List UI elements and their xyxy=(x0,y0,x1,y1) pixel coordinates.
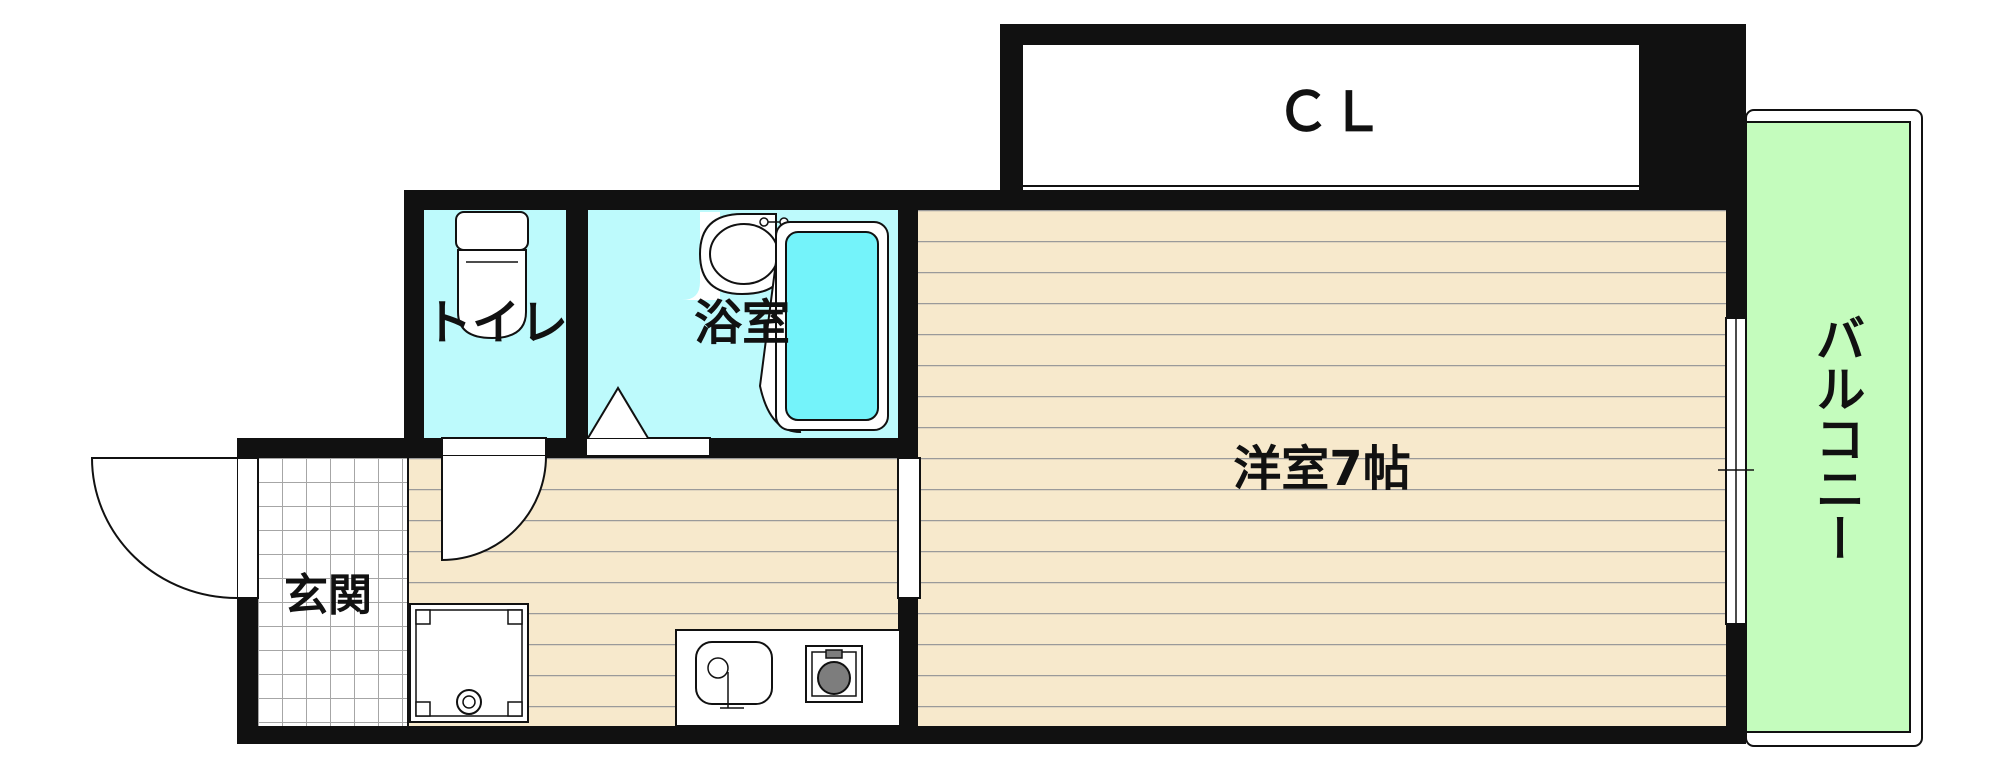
toilet-icon xyxy=(455,211,529,340)
entrance-floor xyxy=(258,458,408,726)
entrance-label: 玄関 xyxy=(284,570,372,621)
western-room-floor xyxy=(918,210,1726,726)
washer-pan-icon xyxy=(409,603,529,723)
bath-door xyxy=(585,386,711,457)
kitchen-counter xyxy=(675,629,901,727)
room-opening xyxy=(897,457,921,599)
entrance-door xyxy=(90,457,259,599)
toilet-door xyxy=(441,437,547,562)
balcony-window xyxy=(1718,317,1754,625)
balcony-label: バルコニー xyxy=(1808,313,1866,563)
closet-label: ＣＬ xyxy=(1276,81,1384,144)
bathtub-icon xyxy=(758,221,889,434)
western-room-label: 洋室7帖 xyxy=(1233,441,1410,497)
bath-label: 浴室 xyxy=(694,295,790,351)
washbasin-icon xyxy=(682,212,789,300)
sink-icon xyxy=(695,641,773,709)
stove-icon xyxy=(805,645,863,703)
toilet-label: トイレ xyxy=(424,295,568,351)
balcony xyxy=(1745,109,1923,747)
